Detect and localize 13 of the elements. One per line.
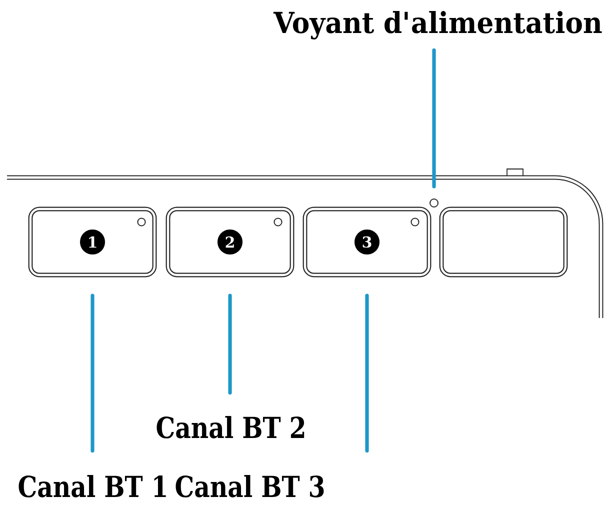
channel-key: 2 — [166, 206, 294, 278]
leader-line — [90, 294, 94, 453]
channel-key: 1 — [28, 206, 157, 278]
callout-label: Voyant d'alimentation — [273, 10, 602, 40]
channel-key: 3 — [302, 206, 432, 278]
power-led — [430, 198, 438, 208]
leader-line — [432, 48, 436, 188]
leader-line — [228, 294, 232, 395]
leader-line — [365, 294, 369, 453]
callout-label: Canal BT 2 — [156, 416, 304, 438]
callout-label: Canal BT 1 — [18, 474, 166, 498]
key — [439, 206, 568, 278]
callout-label: Canal BT 3 — [176, 474, 324, 498]
